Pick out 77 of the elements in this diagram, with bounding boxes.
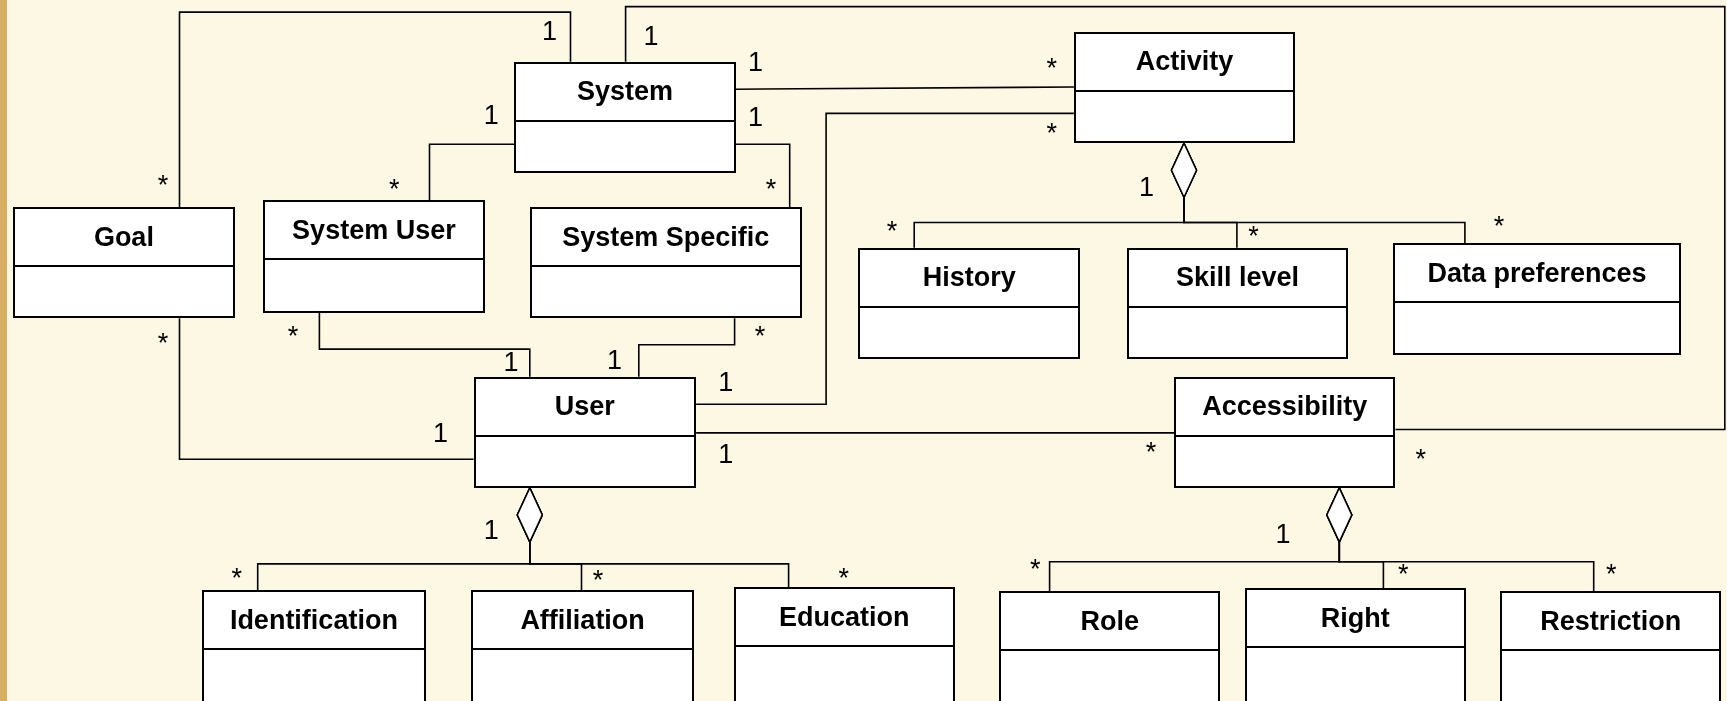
multiplicity-label: 1 bbox=[1139, 173, 1155, 201]
class-name: System bbox=[516, 63, 734, 122]
multiplicity-label: 1 bbox=[483, 516, 499, 544]
multiplicity-label: 1 bbox=[483, 101, 499, 129]
class-name: Education bbox=[735, 589, 953, 648]
multiplicity-label: * bbox=[157, 171, 169, 199]
class-name: Identification bbox=[203, 592, 425, 651]
association-line bbox=[638, 317, 736, 378]
multiplicity-label: 1 bbox=[748, 48, 764, 76]
multiplicity-label: 1 bbox=[1275, 520, 1291, 548]
class-box bbox=[473, 376, 697, 488]
multiplicity-label: * bbox=[1493, 212, 1505, 240]
class-box bbox=[201, 590, 427, 701]
aggregation-line bbox=[1326, 487, 1595, 593]
class-name: History bbox=[860, 249, 1079, 308]
class-box bbox=[1174, 376, 1396, 488]
class-box bbox=[529, 207, 802, 319]
multiplicity-label: * bbox=[886, 217, 898, 245]
class-name: Right bbox=[1246, 590, 1464, 649]
class-name: Accessibility bbox=[1176, 378, 1394, 437]
class-box bbox=[1126, 247, 1349, 360]
class-name: Restriction bbox=[1502, 593, 1720, 652]
multiplicity-label: * bbox=[389, 175, 400, 203]
class-name: Activity bbox=[1075, 33, 1294, 92]
class-name: System User bbox=[265, 202, 483, 261]
association-line bbox=[695, 112, 1075, 405]
aggregation-line bbox=[1170, 142, 1466, 245]
class-name: User bbox=[475, 378, 695, 437]
class-name: Role bbox=[1000, 593, 1219, 652]
multiplicity-label: * bbox=[1415, 445, 1427, 473]
class-box bbox=[13, 207, 235, 319]
multiplicity-label: * bbox=[1046, 54, 1058, 82]
multiplicity-label: 1 bbox=[503, 348, 519, 376]
class-box bbox=[858, 247, 1081, 360]
multiplicity-label: 1 bbox=[433, 419, 449, 447]
multiplicity-label: * bbox=[157, 329, 169, 357]
multiplicity-label: * bbox=[1030, 555, 1041, 583]
class-box bbox=[514, 61, 736, 173]
multiplicity-label: * bbox=[287, 322, 299, 350]
class-name: Data preferences bbox=[1395, 245, 1679, 304]
class-name: Skill level bbox=[1128, 249, 1347, 308]
association-line bbox=[318, 312, 531, 378]
association-line bbox=[178, 11, 572, 208]
association-line bbox=[734, 86, 1075, 90]
class-box bbox=[1393, 243, 1681, 355]
class-name: Goal bbox=[15, 209, 233, 268]
multiplicity-label: * bbox=[1046, 119, 1058, 147]
multiplicity-label: 1 bbox=[718, 440, 734, 468]
class-box bbox=[1073, 31, 1296, 144]
multiplicity-label: * bbox=[231, 564, 243, 592]
association-line bbox=[695, 432, 1175, 434]
class-box bbox=[1500, 591, 1722, 701]
multiplicity-label: * bbox=[765, 175, 777, 203]
multiplicity-label: 1 bbox=[748, 103, 764, 131]
multiplicity-label: * bbox=[838, 564, 849, 592]
class-box bbox=[733, 587, 955, 701]
class-box bbox=[471, 590, 694, 701]
association-line bbox=[734, 143, 791, 208]
class-name: Affiliation bbox=[473, 592, 692, 651]
multiplicity-label: 1 bbox=[607, 346, 623, 374]
multiplicity-label: * bbox=[1248, 222, 1259, 250]
multiplicity-label: * bbox=[592, 566, 604, 594]
multiplicity-label: * bbox=[1397, 560, 1409, 588]
multiplicity-label: * bbox=[1145, 438, 1157, 466]
multiplicity-label: 1 bbox=[542, 17, 558, 45]
class-name: System Specific bbox=[531, 209, 800, 268]
multiplicity-label: 1 bbox=[643, 22, 659, 50]
aggregation-line bbox=[516, 487, 790, 588]
association-line bbox=[178, 317, 475, 461]
class-box bbox=[1244, 588, 1466, 701]
association-line bbox=[428, 143, 516, 202]
multiplicity-label: * bbox=[1606, 560, 1617, 588]
class-box bbox=[263, 200, 485, 313]
multiplicity-label: 1 bbox=[718, 368, 734, 396]
multiplicity-label: * bbox=[754, 322, 766, 350]
class-box bbox=[998, 591, 1221, 701]
association-line bbox=[624, 5, 1726, 431]
